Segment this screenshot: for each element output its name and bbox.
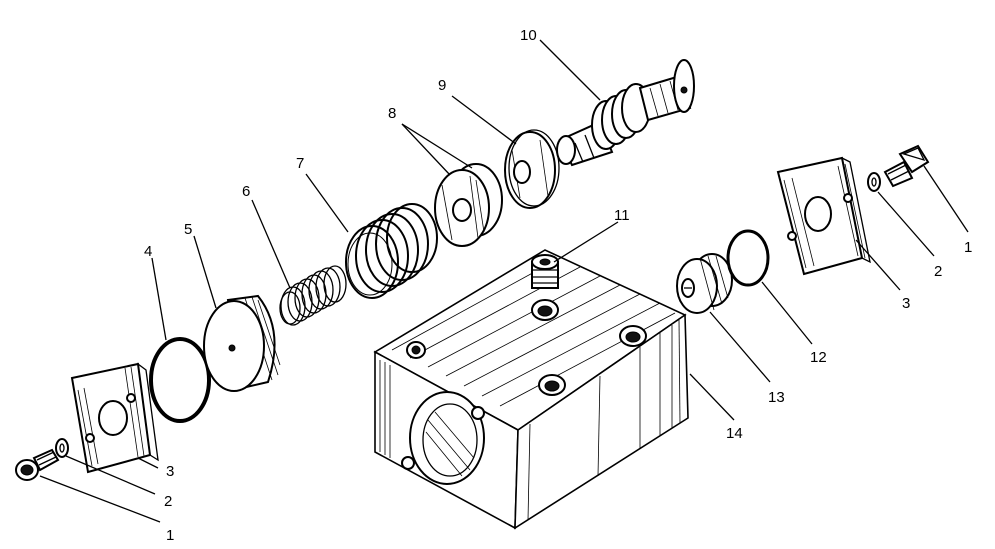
- leader-lines: [39, 39, 969, 523]
- washer-right: [867, 172, 881, 192]
- label-flange-left: 3: [166, 463, 174, 480]
- spring-large: [345, 203, 438, 299]
- label-fitting: 11: [614, 207, 630, 224]
- spool: [556, 59, 695, 167]
- flange-left: [70, 362, 159, 474]
- washer-left: [55, 438, 69, 458]
- label-spring-large: 7: [296, 155, 304, 172]
- seal-pair: [434, 163, 503, 247]
- label-flange-right: 3: [902, 295, 910, 312]
- label-spool: 10: [520, 27, 537, 44]
- label-plug: 13: [768, 389, 785, 406]
- housing-block: [373, 249, 689, 530]
- label-spring-small: 6: [242, 183, 250, 200]
- flange-right: [776, 156, 871, 276]
- oring-small: [726, 229, 770, 287]
- disc: [504, 129, 560, 209]
- plug: [676, 253, 733, 314]
- oring-large: [149, 337, 211, 423]
- bolt-right: [883, 144, 930, 188]
- label-bolt-right: 1: [964, 239, 972, 256]
- label-housing: 14: [726, 425, 743, 442]
- label-washer-left: 2: [164, 493, 172, 510]
- bolt-left: [15, 448, 60, 481]
- label-oring-large: 4: [144, 243, 152, 260]
- label-bolt-left: 1: [166, 527, 174, 544]
- label-disc: 9: [438, 77, 446, 94]
- label-piston: 5: [184, 221, 192, 238]
- label-seal-pair: 8: [388, 105, 396, 122]
- label-oring-small: 12: [810, 349, 827, 366]
- piston: [203, 294, 281, 392]
- fitting-part: [531, 254, 559, 289]
- spring-small: [279, 265, 347, 326]
- label-washer-right: 2: [934, 263, 942, 280]
